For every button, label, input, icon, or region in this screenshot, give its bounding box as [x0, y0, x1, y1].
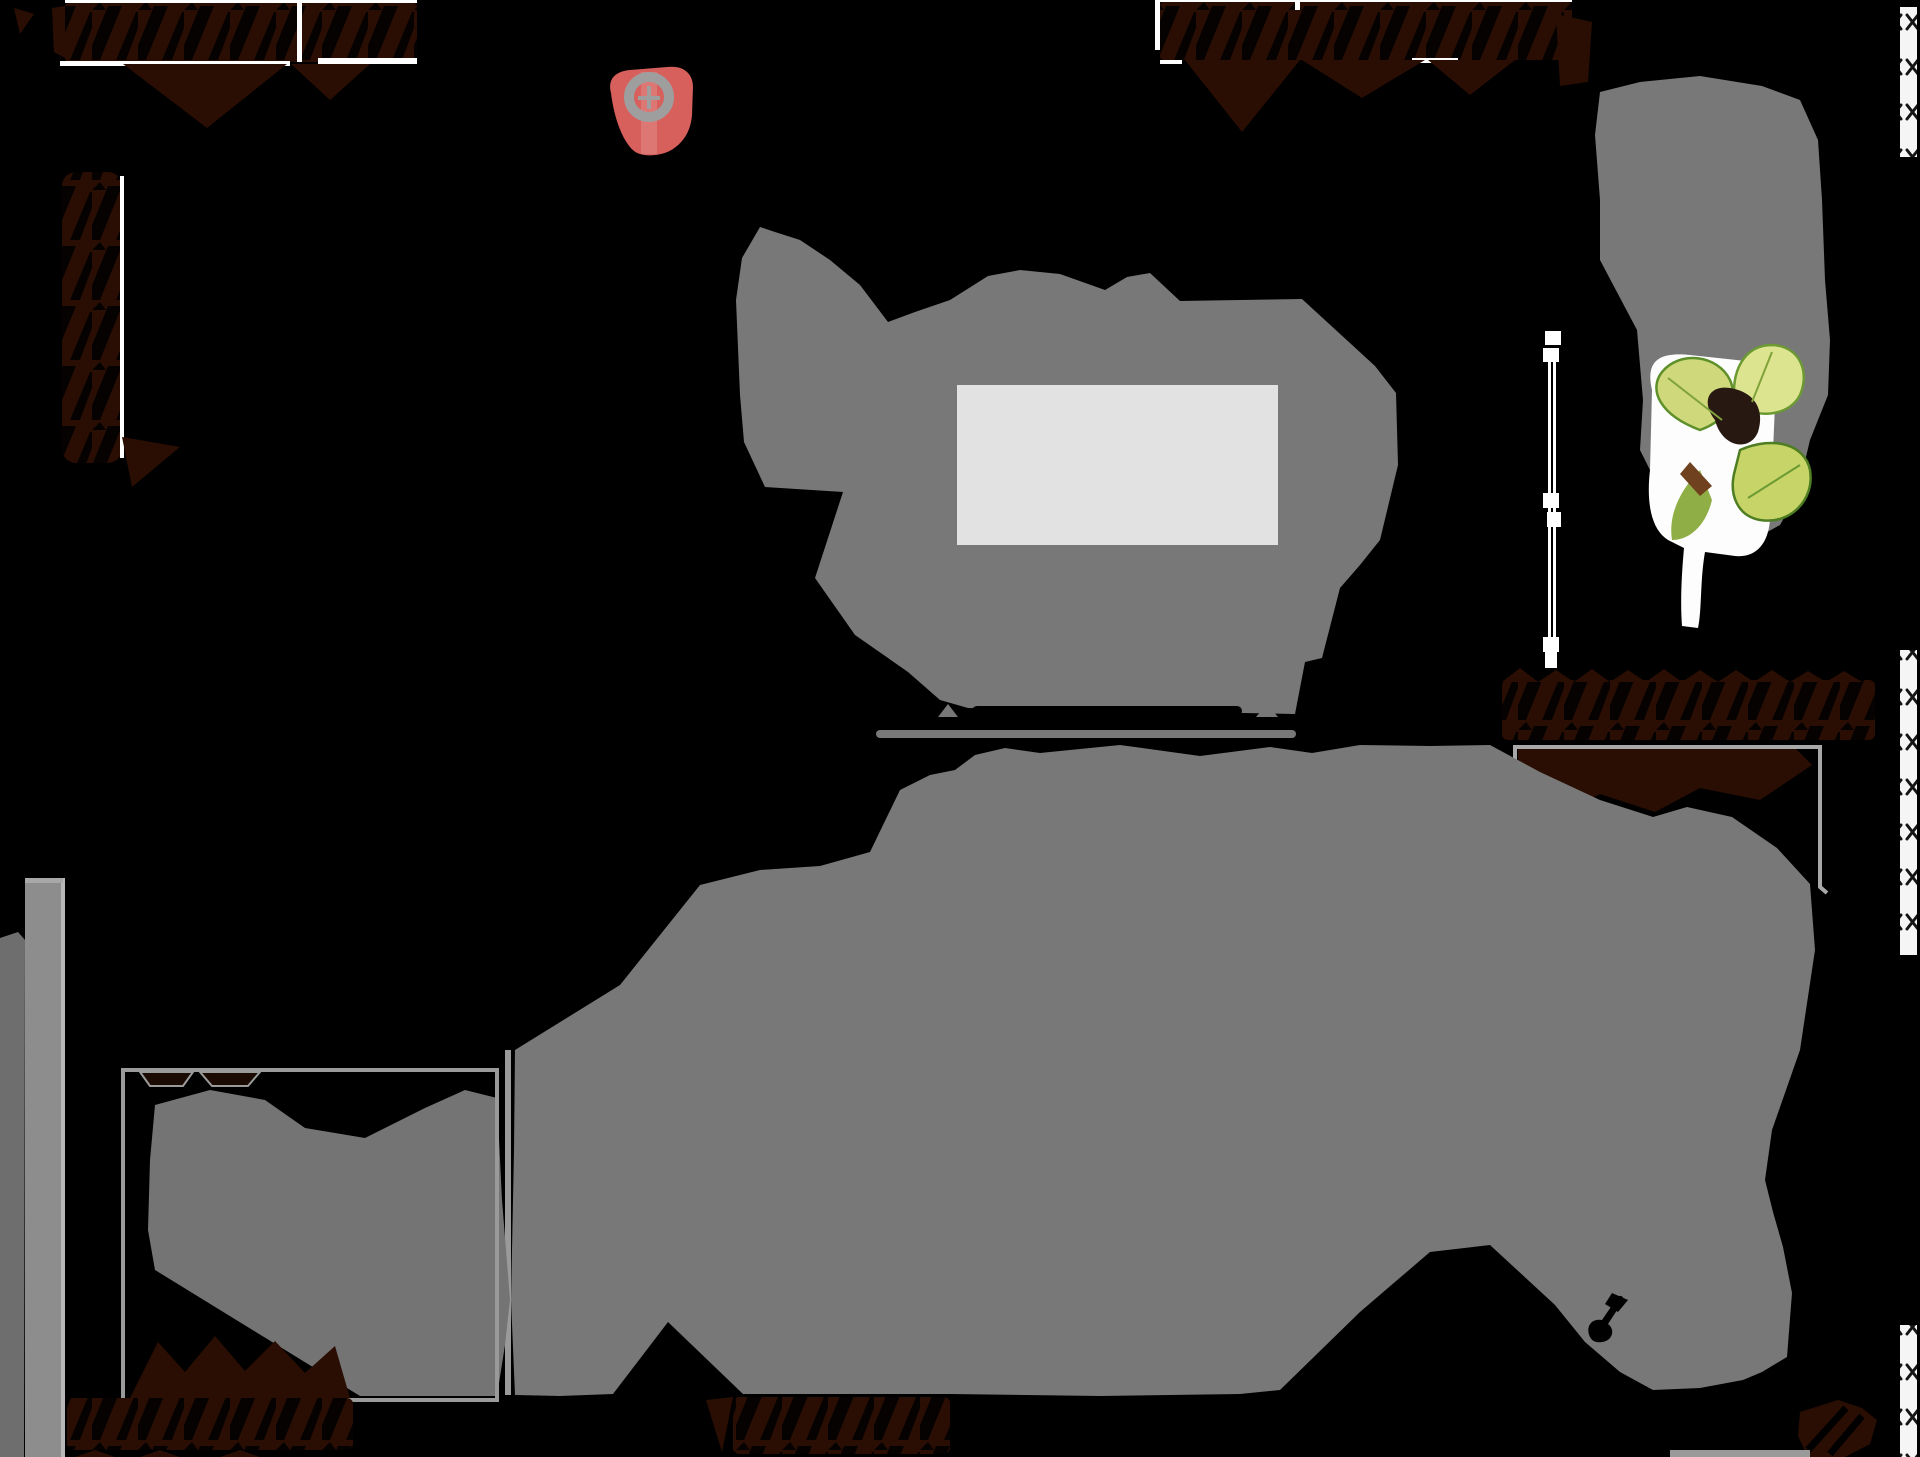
right-bar-zigzag-top — [1502, 668, 1862, 682]
vertical-handle-bottom-block-1[interactable] — [1543, 637, 1559, 652]
topleft-pennant-2 — [291, 64, 370, 100]
right-scroll-strip-bottom[interactable] — [1900, 1325, 1917, 1457]
topleft-bar-underline-2 — [318, 58, 417, 64]
divider-triangle-left — [938, 704, 958, 717]
left-vbar-pennant — [122, 437, 180, 487]
right-scroll-strip-top[interactable] — [1900, 7, 1917, 157]
vertical-handle-mid-block-1[interactable] — [1543, 493, 1559, 508]
ornament-glyph-icon — [1588, 1293, 1628, 1343]
topleft-bar-separator — [297, 3, 302, 62]
topleft-bar-ragged-start — [52, 6, 65, 58]
left-vbar-rightline — [120, 176, 124, 458]
topleft-pennant-1 — [123, 64, 287, 128]
bottomcenter-scribble-bar — [733, 1397, 950, 1454]
bottomleft-bar-pennant-1 — [75, 1450, 115, 1457]
topleft-corner-tick — [14, 8, 34, 34]
bottom-mask-blob — [511, 745, 1815, 1396]
right-scribble-bar — [1502, 680, 1875, 740]
location-pin-ring-icon[interactable] — [624, 72, 674, 122]
right-scroll-strip-middle[interactable] — [1900, 650, 1917, 955]
bottomleft-scribble-bar — [67, 1398, 353, 1450]
left-scribble-vbar — [62, 172, 122, 463]
location-pin-plus-icon — [638, 86, 660, 109]
lower-panel-topline — [876, 730, 1296, 738]
bottomleft-box-notch-1 — [138, 1071, 195, 1087]
plant-leaf-top — [1732, 343, 1805, 415]
topright-pennant-1 — [1185, 60, 1300, 132]
topleft-bar-topline — [65, 0, 417, 3]
divider-triangle-right — [1256, 704, 1278, 717]
bottomleft-bar-pennant-3 — [220, 1450, 260, 1457]
plant-soil — [1707, 387, 1761, 445]
topright-pennant-3 — [1428, 60, 1515, 95]
bottomleft-scribble-mountain — [130, 1336, 350, 1398]
left-scrollbar-cap[interactable] — [25, 878, 63, 883]
bottom-box-left-border — [505, 1050, 511, 1395]
bottomleft-bar-pennant-2 — [140, 1450, 180, 1457]
left-edge-blob — [0, 932, 25, 1457]
right-box-pennant-fill — [1518, 748, 1812, 815]
bottomright-splotch-stroke — [1805, 1405, 1865, 1457]
topright-bar-underline-1 — [1160, 60, 1182, 64]
plant-leaf-vein-1 — [1667, 377, 1723, 421]
bottomleft-box-notch-2 — [197, 1071, 263, 1087]
topright-scribble-bar — [1160, 2, 1572, 60]
topright-bar-topline — [1160, 0, 1572, 2]
topleft-scribble-bar — [65, 3, 417, 62]
plant-leaf-vein-3 — [1747, 464, 1801, 499]
left-scrollbar-thumb[interactable] — [25, 878, 63, 1457]
central-light-panel — [957, 385, 1278, 545]
left-scrollbar-edge[interactable] — [61, 878, 65, 1457]
topright-bar-tick — [1295, 0, 1300, 10]
bottomcenter-bar-tick — [706, 1397, 733, 1452]
bottomleft-box-blob — [148, 1090, 510, 1396]
central-divider-black — [972, 706, 1242, 716]
topright-bar-end-blob — [1556, 14, 1592, 86]
topright-bar-leftcap — [1155, 0, 1160, 50]
bottomright-gray-line — [1670, 1450, 1810, 1457]
topright-pennant-2 — [1302, 60, 1425, 98]
topleft-bar-underline-1 — [60, 61, 290, 66]
plant-pot-rim — [1680, 462, 1712, 496]
plant-leaf-vein-2 — [1751, 351, 1773, 403]
vertical-handle-mid-block-2[interactable] — [1547, 512, 1561, 527]
vertical-handle-top-block-2[interactable] — [1543, 348, 1559, 362]
vertical-handle-bottom-block-2[interactable] — [1545, 652, 1557, 668]
vertical-handle-top-block-1[interactable] — [1545, 331, 1561, 345]
